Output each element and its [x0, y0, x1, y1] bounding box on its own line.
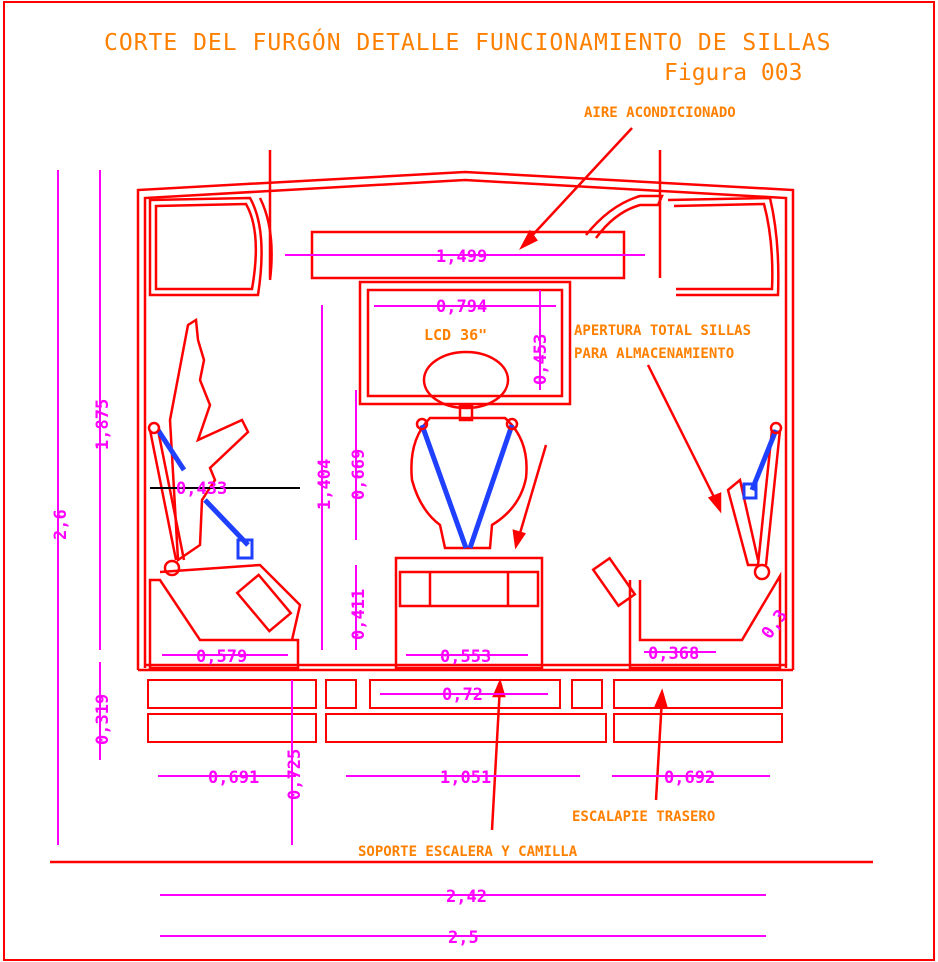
- dim-floor-center: 0,72: [442, 685, 483, 705]
- dim-cabinet-height: 0,411: [349, 589, 369, 640]
- vertical-dimensions: [57, 170, 357, 845]
- dim-interior-height: 1,875: [93, 399, 113, 450]
- label-aire: AIRE ACONDICIONADO: [584, 105, 736, 121]
- label-escalapie: ESCALAPIE TRASERO: [572, 809, 715, 825]
- dim-bottom-right: 0,692: [664, 768, 715, 788]
- dim-inner-width: 2,42: [446, 887, 487, 907]
- dim-cabinet-width: 0,553: [440, 647, 491, 667]
- floor-compartments: [147, 679, 783, 743]
- label-apertura-1: APERTURA TOTAL SILLAS: [574, 323, 751, 339]
- dim-seat-left-width: 0,579: [196, 647, 247, 667]
- dim-bottom-left: 0,691: [208, 768, 259, 788]
- dim-bottom-center: 1,051: [440, 768, 491, 788]
- center-seat: [394, 350, 544, 670]
- van-body: [50, 170, 873, 864]
- dim-seat-height: 1,404: [315, 459, 335, 510]
- right-seat: [591, 421, 783, 670]
- horizontal-dimensions: [158, 775, 770, 937]
- dim-floor-height: 0,319: [93, 694, 113, 745]
- figure-number: Figura 003: [664, 60, 802, 86]
- dim-center-height: 0,669: [349, 449, 369, 500]
- dim-seat-right-width: 0,368: [648, 644, 699, 664]
- dim-lcd-height: 0,453: [531, 334, 551, 385]
- sheet-border: [3, 1, 935, 961]
- right-upper-cabinet: [585, 150, 780, 297]
- dim-ac-width: 1,499: [436, 247, 487, 267]
- dim-lcd-width: 0,794: [436, 297, 487, 317]
- dim-step-height: 0,725: [285, 749, 305, 800]
- dim-outer-width: 2,5: [448, 928, 479, 948]
- label-apertura-2: PARA ALMACENAMIENTO: [574, 346, 734, 362]
- dim-total-height: 2,6: [51, 509, 71, 540]
- dim-arm-reach: 0,433: [176, 479, 227, 499]
- drawing-title: CORTE DEL FURGÓN DETALLE FUNCIONAMIENTO …: [104, 28, 832, 56]
- label-soporte: SOPORTE ESCALERA Y CAMILLA: [358, 844, 578, 860]
- left-upper-cabinet: [148, 150, 273, 297]
- lcd-label: LCD 36": [424, 326, 487, 344]
- lcd-screen: [358, 280, 572, 406]
- leader-arrows: [490, 127, 722, 831]
- left-seat: [147, 317, 302, 670]
